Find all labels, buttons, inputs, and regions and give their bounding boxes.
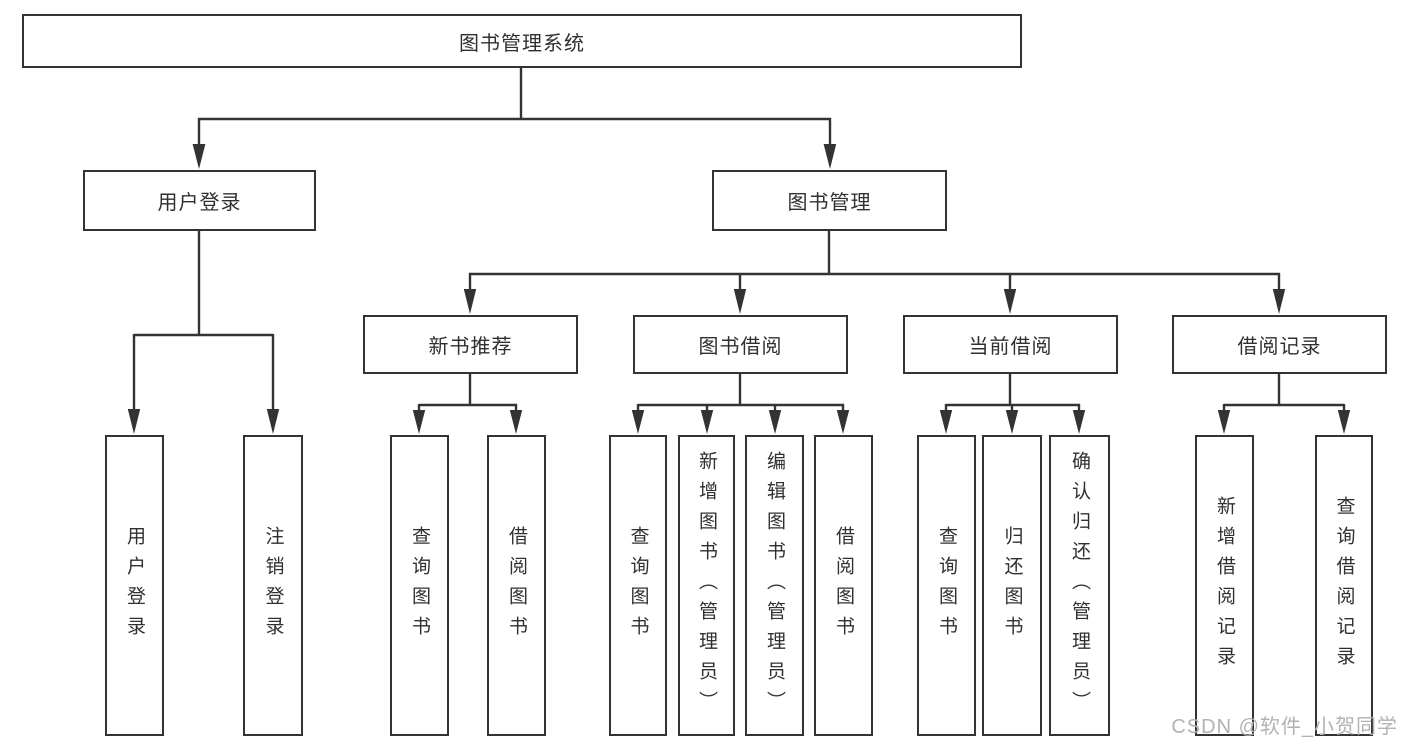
node-label: 查询借阅记录 xyxy=(1333,495,1355,676)
node-label: 新增借阅记录 xyxy=(1214,495,1235,676)
node-borrowing-records: 借阅记录 xyxy=(1172,315,1387,374)
leaf-query-books-current: 查询图书 xyxy=(917,435,976,736)
node-label: 注销登录 xyxy=(262,525,284,646)
node-label: 归还图书 xyxy=(1001,525,1023,646)
node-label: 查询图书 xyxy=(409,525,430,646)
connector-book-borrow-to-leaves xyxy=(631,374,850,434)
watermark: CSDN @软件_小贺同学 xyxy=(1171,716,1398,738)
leaf-logout: 注销登录 xyxy=(243,435,303,736)
node-user-login: 用户登录 xyxy=(83,170,316,231)
leaf-borrow-books: 借阅图书 xyxy=(814,435,873,736)
connector-current-borrow-to-leaves xyxy=(939,374,1086,434)
leaf-query-books-recommend: 查询图书 xyxy=(390,435,449,736)
leaf-query-books-borrowing: 查询图书 xyxy=(609,435,667,736)
node-label: 图书管理 xyxy=(787,192,872,214)
leaf-confirm-return-admin: 确认归还（管理员） xyxy=(1049,435,1110,736)
leaf-add-borrow-record: 新增借阅记录 xyxy=(1195,435,1254,736)
node-label: 查询图书 xyxy=(936,525,957,646)
node-book-management: 图书管理 xyxy=(712,170,947,231)
leaf-query-borrow-record: 查询借阅记录 xyxy=(1315,435,1373,736)
node-label: 用户登录 xyxy=(157,192,242,214)
connector-new-book-to-leaves xyxy=(412,374,523,434)
leaf-add-book-admin: 新增图书（管理员） xyxy=(678,435,735,736)
node-book-borrowing: 图书借阅 xyxy=(633,315,848,374)
node-label: 新书推荐 xyxy=(428,336,513,358)
connector-borrow-record-to-leaves xyxy=(1217,374,1351,434)
connector-root-to-level2 xyxy=(192,67,837,169)
node-label: 确认归还（管理员） xyxy=(1069,450,1090,721)
leaf-borrow-books-recommend: 借阅图书 xyxy=(487,435,546,736)
node-current-borrowing: 当前借阅 xyxy=(903,315,1118,374)
node-label: 查询图书 xyxy=(627,525,649,646)
leaf-return-books: 归还图书 xyxy=(982,435,1042,736)
node-label: 新增图书（管理员） xyxy=(696,450,717,721)
node-new-book-recommendation: 新书推荐 xyxy=(363,315,578,374)
connector-user-login-to-leaves xyxy=(127,231,280,434)
leaf-user-login: 用户登录 xyxy=(105,435,164,736)
node-label: 借阅记录 xyxy=(1237,336,1322,358)
connector-book-mgmt-to-level3 xyxy=(463,231,1286,314)
node-label: 图书借阅 xyxy=(698,336,783,358)
node-label: 借阅图书 xyxy=(833,525,854,646)
leaf-edit-book-admin: 编辑图书（管理员） xyxy=(745,435,804,736)
node-label: 编辑图书（管理员） xyxy=(764,450,785,721)
node-label: 图书管理系统 xyxy=(459,32,585,55)
node-label: 借阅图书 xyxy=(506,525,527,646)
node-label: 用户登录 xyxy=(124,525,145,646)
node-library-management-system: 图书管理系统 xyxy=(22,14,1022,68)
node-label: 当前借阅 xyxy=(968,336,1053,358)
